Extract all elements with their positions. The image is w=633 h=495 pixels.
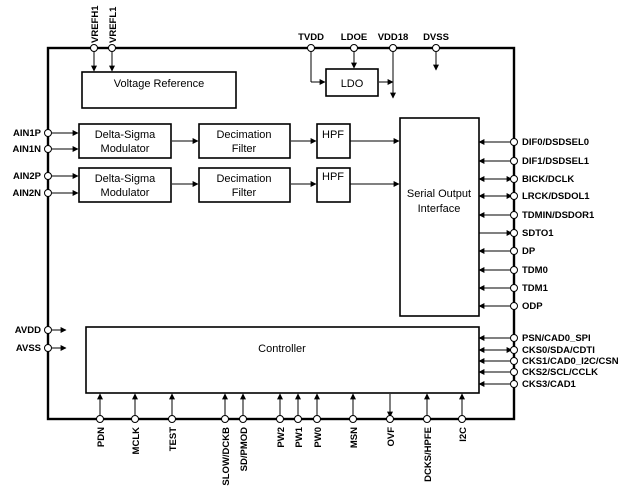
pin-cks3-cad1: CKS3/CAD1 xyxy=(522,379,577,390)
pin-dif0-dsdsel0: DIF0/DSDSEL0 xyxy=(522,137,589,148)
pin-cks1-cad0-i2c-csn: CKS1/CAD0_I2C/CSN xyxy=(522,356,619,367)
voltage-reference-label: Voltage Reference xyxy=(114,78,205,90)
pin-ldoe: LDOE xyxy=(341,32,367,43)
pin-lrck-dsdol1: LRCK/DSDOL1 xyxy=(522,191,590,202)
ldo-label: LDO xyxy=(341,78,364,90)
ldo-block xyxy=(325,68,379,97)
decimation-filter-2 xyxy=(198,167,291,203)
dsm1-line1: Delta-Sigma xyxy=(95,129,156,141)
pin-avss: AVSS xyxy=(16,343,41,354)
pin-mclk: MCLK xyxy=(131,427,142,455)
pin-dcks-hpfe: DCKS/HPFE xyxy=(423,427,434,482)
pin-i2c: I2C xyxy=(458,427,469,442)
pin-vrefh1: VREFH1 xyxy=(90,5,101,43)
dec1-line2: Filter xyxy=(232,143,257,155)
controller-label: Controller xyxy=(258,343,306,355)
dsm2-line1: Delta-Sigma xyxy=(95,173,156,185)
pin-vrefl1: VREFL1 xyxy=(108,6,119,43)
pin-ain2p: AIN2P xyxy=(13,171,42,182)
pin-ain2n: AIN2N xyxy=(12,188,41,199)
delta-sigma-modulator-1 xyxy=(78,123,172,159)
dsm2-line2: Modulator xyxy=(101,187,150,199)
pin-pw2: PW2 xyxy=(276,427,287,448)
pin-sdto1: SDTO1 xyxy=(522,228,554,239)
pin-tdmin-dsdor1: TDMIN/DSDOR1 xyxy=(522,210,595,221)
dec2-line1: Decimation xyxy=(216,173,271,185)
pin-cks2-scl-cclk: CKS2/SCL/CCLK xyxy=(522,367,598,378)
pin-dp: DP xyxy=(522,246,536,257)
pin-avdd: AVDD xyxy=(15,325,41,336)
hpf2-label: HPF xyxy=(322,171,344,183)
pin-pads xyxy=(44,44,518,423)
pin-pw1: PW1 xyxy=(294,426,305,447)
pin-pdn: PDN xyxy=(96,427,107,447)
pin-odp: ODP xyxy=(522,301,543,312)
voltage-reference-block xyxy=(81,71,237,109)
pin-tdm0: TDM0 xyxy=(522,265,548,276)
pin-pw0: PW0 xyxy=(313,427,324,448)
dec1-line1: Decimation xyxy=(216,129,271,141)
decimation-filter-1 xyxy=(198,123,291,159)
pin-psn-cad0-spi: PSN/CAD0_SPI xyxy=(522,333,591,344)
pin-ain1p: AIN1P xyxy=(13,128,42,139)
pin-cks0-sda-cdti: CKS0/SDA/CDTI xyxy=(522,345,595,356)
pin-sd-pmod: SD/PMOD xyxy=(239,427,250,471)
pin-ain1n: AIN1N xyxy=(12,144,41,155)
pin-ovf: OVF xyxy=(386,427,397,447)
pin-slow-dckb: SLOW/DCKB xyxy=(221,427,232,486)
pin-vdd18: VDD18 xyxy=(378,32,409,43)
signal-paths xyxy=(52,50,513,418)
delta-sigma-modulator-2 xyxy=(78,167,172,203)
pin-dif1-dsdsel1: DIF1/DSDSEL1 xyxy=(522,156,590,167)
dec2-line2: Filter xyxy=(232,187,257,199)
pin-dvss: DVSS xyxy=(423,32,449,43)
pin-test: TEST xyxy=(168,427,179,451)
soi-line2: Interface xyxy=(418,203,461,215)
soi-line1: Serial Output xyxy=(407,188,471,200)
pin-tdm1: TDM1 xyxy=(522,283,549,294)
pin-bick-dclk: BICK/DCLK xyxy=(522,174,574,185)
controller-block xyxy=(85,326,480,394)
dsm1-line2: Modulator xyxy=(101,143,150,155)
serial-output-interface-block xyxy=(399,117,480,317)
hpf-1 xyxy=(316,123,351,159)
pin-tvdd: TVDD xyxy=(298,32,324,43)
pin-msn: MSN xyxy=(349,427,360,448)
hpf1-label: HPF xyxy=(322,129,344,141)
hpf-2 xyxy=(316,167,351,203)
